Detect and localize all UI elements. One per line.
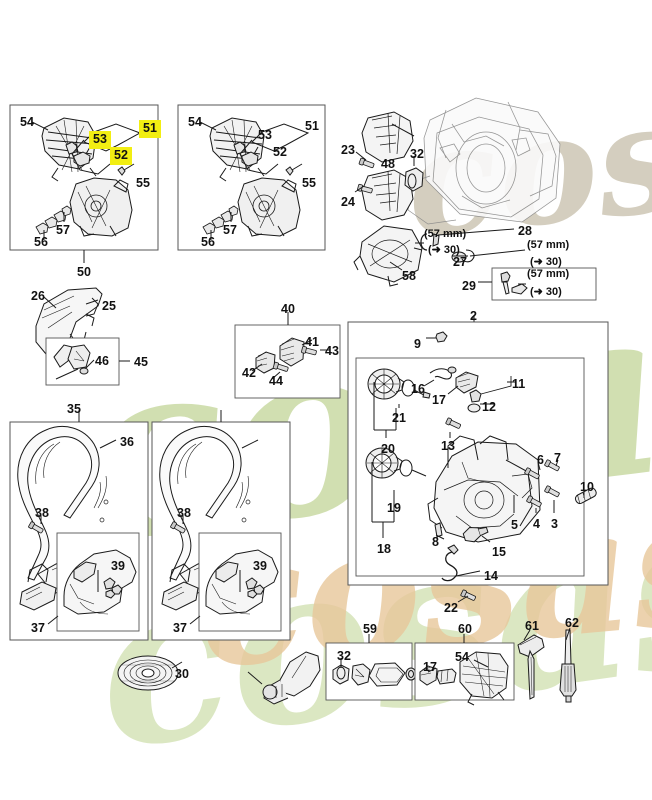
callout-56: 56 [34, 235, 48, 249]
callout-37: 37 [31, 621, 45, 635]
callout-55: 55 [302, 176, 316, 190]
callout-3: 3 [551, 517, 558, 531]
callout-4: 4 [533, 517, 540, 531]
annotation-text: (➜ 30) [530, 256, 562, 268]
callout-61: 61 [525, 619, 539, 633]
callout-29: 29 [462, 279, 476, 293]
callout-6: 6 [537, 453, 544, 467]
callout-39: 39 [253, 559, 267, 573]
annotation-text: (57 mm) [527, 239, 570, 251]
callout-30: 30 [175, 667, 189, 681]
callout-23: 23 [341, 143, 355, 157]
callout-15: 15 [492, 545, 506, 559]
callout-60: 60 [458, 622, 472, 636]
callout-48: 48 [381, 157, 395, 171]
callout-16: 16 [411, 382, 425, 396]
callout-13: 13 [441, 439, 455, 453]
callout-51: 51 [139, 120, 161, 138]
callout-54: 54 [20, 115, 34, 129]
callout-12: 12 [482, 400, 496, 414]
callout-22: 22 [444, 601, 458, 615]
callout-41: 41 [305, 335, 319, 349]
callout-57: 57 [223, 223, 237, 237]
callout-58: 58 [402, 269, 416, 283]
callout-43: 43 [325, 344, 339, 358]
callout-20: 20 [381, 442, 395, 456]
callout-38: 38 [35, 506, 49, 520]
callout-62: 62 [565, 616, 579, 630]
callout-24: 24 [341, 195, 355, 209]
callout-51: 51 [305, 119, 319, 133]
callout-57: 57 [56, 223, 70, 237]
callout-10: 10 [580, 480, 594, 494]
callout-52: 52 [273, 145, 287, 159]
callout-40: 40 [281, 302, 295, 316]
annotation-text: (57 mm) [424, 228, 467, 240]
callout-9: 9 [414, 337, 421, 351]
annotation-text: (➜ 30) [428, 244, 460, 256]
callout-27: 27 [453, 255, 467, 269]
callout-54: 54 [188, 115, 202, 129]
callout-25: 25 [102, 299, 116, 313]
callout-52: 52 [110, 147, 132, 165]
annotation-text: (➜ 30) [530, 286, 562, 298]
callout-35: 35 [67, 402, 81, 416]
callout-42: 42 [242, 366, 256, 380]
annotation-text: (57 mm) [527, 268, 570, 280]
callout-46: 46 [95, 354, 109, 368]
callout-26: 26 [31, 289, 45, 303]
callout-32: 32 [410, 147, 424, 161]
callout-55: 55 [136, 176, 150, 190]
callout-18: 18 [377, 542, 391, 556]
callout-21: 21 [392, 411, 406, 425]
callout-38: 38 [177, 506, 191, 520]
callout-8: 8 [432, 535, 439, 549]
callout-5: 5 [511, 518, 518, 532]
callout-59: 59 [363, 622, 377, 636]
callout-56: 56 [201, 235, 215, 249]
callout-32: 32 [337, 649, 351, 663]
callout-14: 14 [484, 569, 498, 583]
callout-44: 44 [269, 374, 283, 388]
callout-7: 7 [554, 451, 561, 465]
callout-45: 45 [134, 355, 148, 369]
callout-53: 53 [89, 131, 111, 149]
callout-2: 2 [470, 309, 477, 323]
callout-28: 28 [518, 224, 532, 238]
callout-17: 17 [423, 660, 437, 674]
callout-50: 50 [77, 265, 91, 279]
callout-36: 36 [120, 435, 134, 449]
callout-19: 19 [387, 501, 401, 515]
callout-17: 17 [432, 393, 446, 407]
callout-11: 11 [512, 377, 526, 391]
callout-39: 39 [111, 559, 125, 573]
callout-54: 54 [455, 650, 469, 664]
callout-53: 53 [258, 128, 272, 142]
callout-37: 37 [173, 621, 187, 635]
